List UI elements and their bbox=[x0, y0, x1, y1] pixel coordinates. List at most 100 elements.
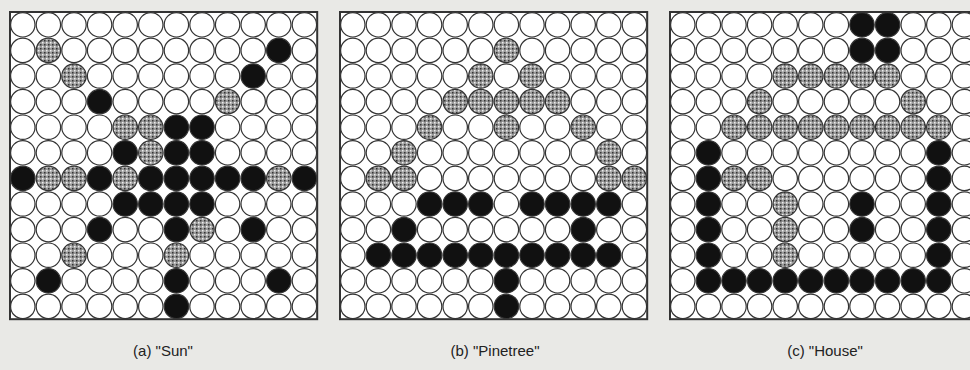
inactive-unit bbox=[341, 269, 365, 293]
inactive-unit bbox=[747, 192, 771, 216]
noisy-unit bbox=[62, 64, 86, 88]
active-unit bbox=[87, 217, 111, 241]
inactive-unit bbox=[545, 294, 569, 318]
inactive-unit bbox=[622, 243, 646, 267]
inactive-unit bbox=[494, 141, 518, 165]
panel-caption: (a) "Sun" bbox=[133, 342, 193, 359]
inactive-unit bbox=[696, 64, 720, 88]
inactive-unit bbox=[875, 294, 899, 318]
inactive-unit bbox=[341, 64, 365, 88]
inactive-unit bbox=[341, 217, 365, 241]
inactive-unit bbox=[901, 13, 925, 37]
inactive-unit bbox=[417, 269, 441, 293]
inactive-unit bbox=[292, 89, 316, 113]
inactive-unit bbox=[341, 166, 365, 190]
inactive-unit bbox=[215, 192, 239, 216]
inactive-unit bbox=[520, 38, 544, 62]
grid-frame bbox=[10, 12, 317, 319]
inactive-unit bbox=[417, 89, 441, 113]
active-unit bbox=[901, 269, 925, 293]
noisy-unit bbox=[113, 166, 137, 190]
active-unit bbox=[11, 166, 35, 190]
noisy-unit bbox=[494, 115, 518, 139]
noisy-unit bbox=[520, 64, 544, 88]
inactive-unit bbox=[417, 166, 441, 190]
active-unit bbox=[87, 166, 111, 190]
inactive-unit bbox=[622, 89, 646, 113]
noisy-unit bbox=[773, 243, 797, 267]
inactive-unit bbox=[799, 89, 823, 113]
inactive-unit bbox=[443, 64, 467, 88]
inactive-unit bbox=[392, 64, 416, 88]
active-unit bbox=[696, 217, 720, 241]
inactive-unit bbox=[773, 294, 797, 318]
inactive-unit bbox=[366, 13, 390, 37]
noisy-unit bbox=[215, 89, 239, 113]
active-unit bbox=[927, 141, 951, 165]
inactive-unit bbox=[494, 13, 518, 37]
inactive-unit bbox=[241, 13, 265, 37]
inactive-unit bbox=[824, 192, 848, 216]
inactive-unit bbox=[952, 64, 970, 88]
inactive-unit bbox=[366, 115, 390, 139]
inactive-unit bbox=[241, 192, 265, 216]
inactive-unit bbox=[341, 192, 365, 216]
active-unit bbox=[87, 89, 111, 113]
inactive-unit bbox=[747, 13, 771, 37]
inactive-unit bbox=[520, 166, 544, 190]
active-unit bbox=[927, 217, 951, 241]
inactive-unit bbox=[799, 217, 823, 241]
inactive-unit bbox=[901, 217, 925, 241]
noisy-unit bbox=[747, 89, 771, 113]
active-unit bbox=[215, 166, 239, 190]
inactive-unit bbox=[671, 13, 695, 37]
inactive-unit bbox=[901, 141, 925, 165]
active-unit bbox=[267, 269, 291, 293]
inactive-unit bbox=[36, 141, 60, 165]
inactive-unit bbox=[671, 243, 695, 267]
inactive-unit bbox=[267, 243, 291, 267]
inactive-unit bbox=[392, 115, 416, 139]
noisy-unit bbox=[597, 141, 621, 165]
inactive-unit bbox=[113, 38, 137, 62]
inactive-unit bbox=[520, 141, 544, 165]
inactive-unit bbox=[366, 217, 390, 241]
inactive-unit bbox=[597, 217, 621, 241]
inactive-unit bbox=[597, 38, 621, 62]
inactive-unit bbox=[113, 217, 137, 241]
noisy-unit bbox=[824, 115, 848, 139]
inactive-unit bbox=[417, 38, 441, 62]
active-unit bbox=[241, 166, 265, 190]
inactive-unit bbox=[87, 115, 111, 139]
inactive-unit bbox=[571, 294, 595, 318]
inactive-unit bbox=[469, 217, 493, 241]
inactive-unit bbox=[215, 141, 239, 165]
inactive-unit bbox=[139, 89, 163, 113]
inactive-unit bbox=[392, 269, 416, 293]
inactive-unit bbox=[824, 38, 848, 62]
inactive-unit bbox=[671, 38, 695, 62]
inactive-unit bbox=[164, 64, 188, 88]
inactive-unit bbox=[292, 64, 316, 88]
inactive-unit bbox=[366, 89, 390, 113]
inactive-unit bbox=[190, 269, 214, 293]
inactive-unit bbox=[571, 38, 595, 62]
inactive-unit bbox=[87, 64, 111, 88]
inactive-unit bbox=[62, 141, 86, 165]
active-unit bbox=[164, 166, 188, 190]
inactive-unit bbox=[215, 243, 239, 267]
inactive-unit bbox=[773, 38, 797, 62]
inactive-unit bbox=[392, 13, 416, 37]
inactive-unit bbox=[11, 38, 35, 62]
inactive-unit bbox=[622, 13, 646, 37]
noisy-unit bbox=[190, 217, 214, 241]
inactive-unit bbox=[824, 141, 848, 165]
inactive-unit bbox=[571, 166, 595, 190]
noisy-unit bbox=[571, 115, 595, 139]
inactive-unit bbox=[824, 217, 848, 241]
inactive-unit bbox=[11, 141, 35, 165]
active-unit bbox=[292, 166, 316, 190]
inactive-unit bbox=[62, 89, 86, 113]
inactive-unit bbox=[139, 13, 163, 37]
inactive-unit bbox=[62, 13, 86, 37]
